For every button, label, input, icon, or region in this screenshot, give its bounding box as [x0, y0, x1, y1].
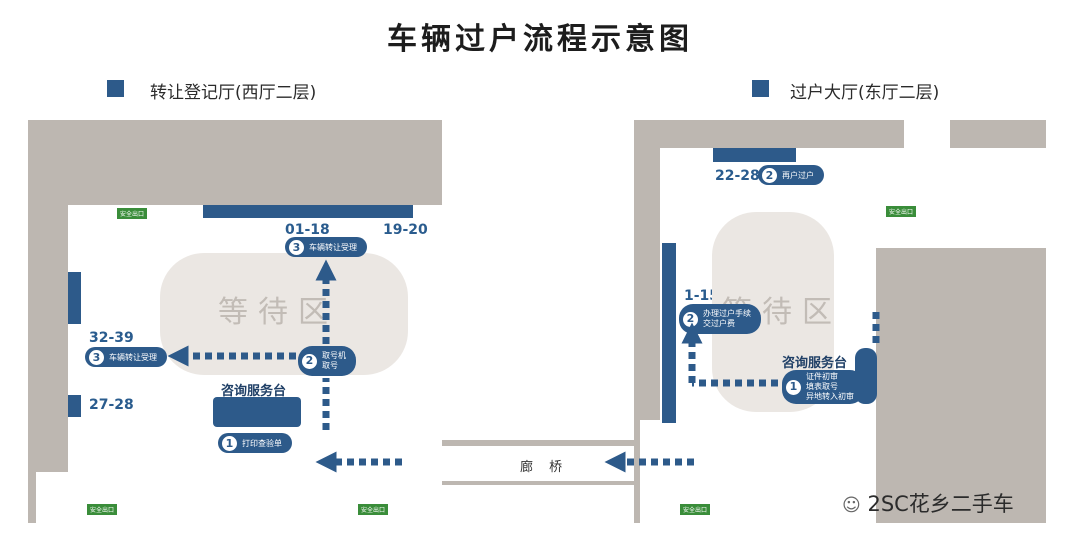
step-text: 取号 — [322, 361, 338, 370]
step-number: 2 — [762, 167, 777, 183]
step-1-print-checklist: 1 打印查验单 — [218, 433, 292, 453]
corridor-label: 廊 桥 — [520, 460, 569, 475]
legend-label-west: 转让登记厅(西厅二层) — [150, 83, 317, 103]
east-hall-floor-right — [850, 220, 1046, 248]
window-label-27-28: 27-28 — [89, 397, 134, 413]
step-text: 再户过户 — [782, 170, 814, 180]
step-text: 证件初审 — [806, 372, 838, 381]
exit-sign: 安全出口 — [680, 504, 711, 515]
step-number: 2 — [302, 353, 317, 369]
step-number: 1 — [786, 379, 801, 395]
step-3-transfer-accept-top: 3 车辆转让受理 — [285, 237, 367, 257]
service-desk-label: 咨询服务台 — [782, 356, 848, 371]
step-number: 3 — [89, 349, 104, 365]
counter-1-15 — [662, 243, 676, 423]
exit-sign: 安全出口 — [886, 206, 917, 217]
exit-sign: 安全出口 — [87, 504, 118, 515]
step-text: 车辆转让受理 — [309, 242, 357, 252]
counter-27-28 — [68, 395, 81, 417]
wechat-icon: ☺ — [842, 495, 861, 516]
east-hall-stairwell — [904, 120, 950, 220]
step-number: 1 — [222, 435, 237, 451]
step-number: 3 — [289, 239, 304, 255]
waiting-area-label: 等待区 — [218, 295, 338, 330]
legend-swatch-west — [107, 80, 124, 97]
service-desk-west — [213, 397, 301, 427]
legend-swatch-east — [752, 80, 769, 97]
window-label-19-20: 19-20 — [383, 222, 428, 238]
step-1-document-check: 1 证件初审 填表取号 异地转入初审 — [782, 370, 864, 404]
east-hall-side-block — [876, 248, 1046, 523]
step-text: 异地转入初审 — [806, 392, 854, 401]
window-label-01-18: 01-18 — [285, 222, 330, 238]
counter-01-20 — [203, 205, 413, 218]
step-text: 交过户费 — [703, 319, 735, 328]
step-text: 取号机 — [322, 351, 346, 360]
legend-label-east: 过户大厅(东厅二层) — [790, 83, 940, 103]
watermark: ☺ 2SC花乡二手车 — [842, 488, 1014, 518]
service-desk-label: 咨询服务台 — [221, 384, 287, 399]
exit-sign: 安全出口 — [358, 504, 389, 515]
step-3-transfer-accept-left: 3 车辆转让受理 — [85, 347, 167, 367]
step-2-take-number: 2 取号机 取号 — [298, 346, 356, 376]
east-hall-floor-bottom — [640, 420, 876, 523]
west-hall-stair-area — [36, 472, 68, 523]
step-text: 填表取号 — [806, 382, 838, 391]
window-label-32-39: 32-39 — [89, 330, 134, 346]
page-title: 车辆过户流程示意图 — [387, 22, 693, 57]
step-text: 办理过户手续 — [703, 309, 751, 318]
step-2-re-transfer: 2 再户过户 — [758, 165, 824, 185]
watermark-text: 2SC花乡二手车 — [867, 492, 1014, 516]
window-label-1-15: 1-15 — [684, 288, 720, 304]
east-hall-left-wall — [634, 238, 660, 420]
counter-22-28 — [713, 148, 796, 162]
exit-sign: 安全出口 — [117, 208, 148, 219]
window-label-22-28: 22-28 — [715, 168, 760, 184]
step-text: 车辆转让受理 — [109, 352, 157, 362]
counter-32-39 — [68, 272, 81, 324]
west-hall-stair-area-right — [390, 488, 442, 523]
step-text: 打印查验单 — [242, 438, 282, 448]
